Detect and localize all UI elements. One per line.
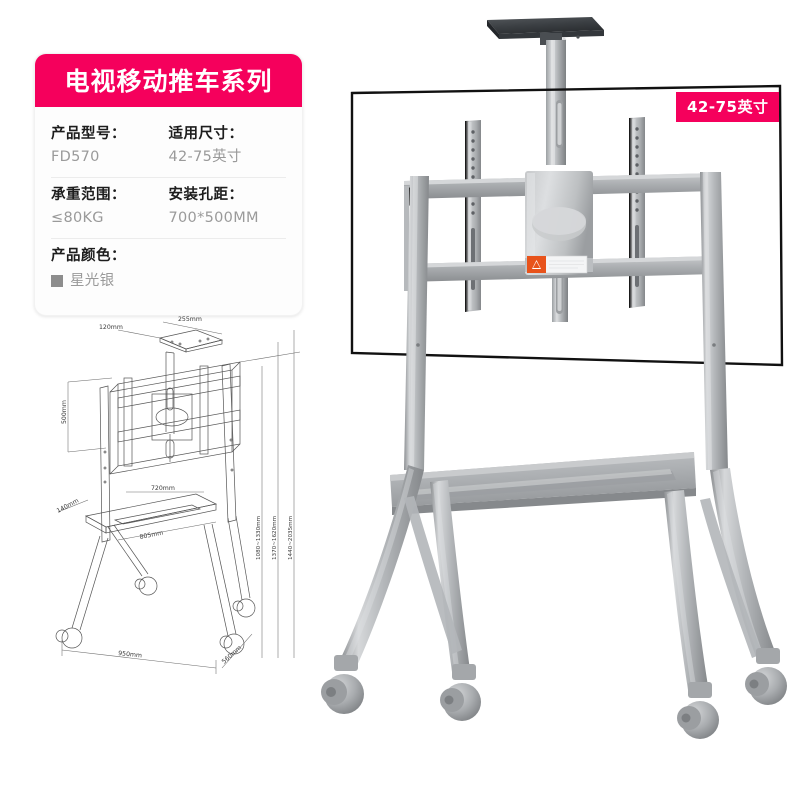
caster-front-right [677, 682, 719, 739]
dimension-lines [57, 321, 301, 674]
leg-rear-left [340, 465, 424, 668]
dim-vesa-height: 500mm [61, 400, 68, 424]
spec-label: 适用尺寸： [168, 126, 244, 142]
spec-field-load: 承重范围： ≤80KG [51, 185, 169, 230]
center-column [546, 40, 568, 322]
spec-value: ≤80KG [51, 209, 104, 226]
spec-card-body: 产品型号： FD570 适用尺寸： 42-75英寸 承重范围： ≤80KG 安装… [35, 107, 302, 315]
drawing-vesa-frame [109, 361, 241, 475]
mount-rail-right [629, 117, 645, 308]
dim-top-depth: 120mm [99, 324, 123, 331]
caster-rear-left [321, 655, 364, 714]
spec-label: 产品型号： [51, 126, 126, 142]
spec-card-title: 电视移动推车系列 [35, 54, 302, 107]
spec-label: 产品颜色： [51, 247, 126, 264]
dimension-labels: 120mm 255mm 500mm 720mm 140mm 805mm 950m… [56, 316, 294, 665]
spec-value: 星光银 [70, 272, 115, 289]
drawing-shelf [84, 493, 218, 534]
dim-base-depth: 560mm [221, 644, 243, 665]
leg-front-left [430, 480, 470, 672]
center-housing [525, 171, 593, 275]
dim-top-width: 255mm [178, 316, 202, 323]
spec-value: FD570 [51, 148, 100, 165]
dim-base-width: 950mm [118, 650, 142, 659]
spec-value: 700*500MM [168, 209, 259, 226]
leg-brace [404, 496, 762, 658]
spec-field-color: 产品颜色： 星光银 [51, 246, 286, 293]
spec-value: 42-75英寸 [168, 148, 242, 165]
spec-field-size: 适用尺寸： 42-75英寸 [169, 124, 287, 169]
color-swatch-line: 星光银 [51, 270, 286, 293]
leg-front-right [664, 490, 708, 690]
dim-shelf-depth: 140mm [56, 497, 80, 514]
spec-field-vesa: 安装孔距： 700*500MM [169, 185, 287, 230]
color-swatch-icon [51, 275, 63, 288]
dim-height-mid: 1370~1620mm [272, 516, 278, 560]
spec-label: 安装孔距： [168, 186, 244, 203]
spec-field-model: 产品型号： FD570 [51, 124, 169, 169]
spec-row: 产品颜色： 星光银 [51, 239, 286, 301]
tv-outline [350, 84, 784, 367]
caster-front-left [440, 664, 481, 721]
spec-card: 电视移动推车系列 产品型号： FD570 适用尺寸： 42-75英寸 承重范围：… [34, 53, 303, 316]
drawing-top-tray [158, 329, 224, 353]
spec-label: 承重范围： [51, 186, 126, 203]
spec-row: 产品型号： FD570 适用尺寸： 42-75英寸 [51, 117, 286, 178]
dim-shelf-width: 805mm [139, 530, 164, 541]
mount-rail-left [465, 120, 481, 312]
drawing-legs [71, 515, 251, 637]
leg-rear-right [710, 468, 776, 662]
crossbar-upper [404, 173, 716, 199]
dim-vesa-width: 720mm [151, 485, 175, 492]
warning-sticker [526, 255, 588, 274]
upright-left [404, 176, 429, 470]
size-badge: 42-75英寸 [676, 92, 780, 122]
accessory-shelf [390, 452, 696, 515]
drawing-uprights [99, 363, 237, 543]
dim-height-low: 1080~1330mm [256, 516, 262, 560]
top-tray [487, 17, 604, 45]
spec-row: 承重范围： ≤80KG 安装孔距： 700*500MM [51, 178, 286, 239]
crossbar-lower [404, 256, 716, 282]
dim-height-high: 1440~2035mm [288, 516, 294, 560]
caster-rear-right [745, 648, 787, 705]
drawing-column [165, 351, 175, 462]
bracket-hooks [404, 176, 717, 291]
drawing-casters [55, 576, 256, 655]
upright-right [700, 172, 728, 470]
